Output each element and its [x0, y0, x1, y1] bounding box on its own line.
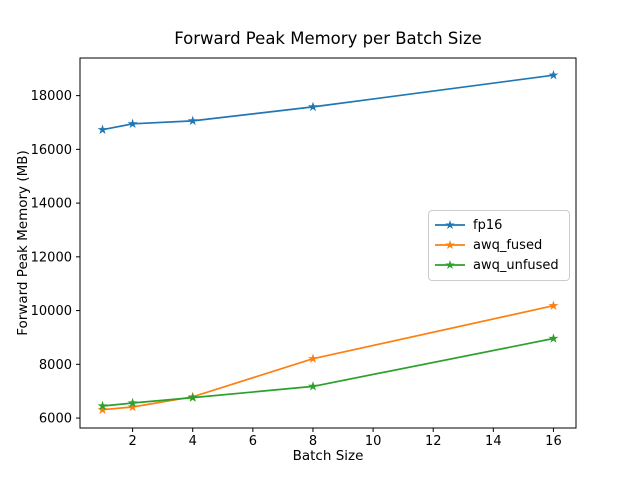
series-marker-fp16: [127, 118, 138, 129]
y-tick-label: 16000: [31, 143, 72, 158]
series-line-awq_fused: [101, 304, 555, 411]
x-tick-label: 14: [485, 434, 502, 449]
y-tick-label: 6000: [39, 412, 72, 427]
legend-entry-awq_unfused: awq_unfused: [434, 255, 561, 275]
series-line-awq_unfused: [101, 337, 555, 407]
x-tick-label: 10: [365, 434, 382, 449]
legend-star-icon: [445, 220, 455, 230]
legend-star-icon: [445, 260, 455, 270]
legend-label-awq_fused: awq_fused: [473, 237, 543, 253]
y-tick-label: 14000: [31, 197, 72, 212]
y-tick-label: 18000: [31, 89, 72, 104]
plot-border: [79, 57, 577, 429]
series-line-fp16: [101, 74, 555, 131]
series-marker-fp16: [548, 70, 559, 80]
series-marker-awq_fused: [127, 401, 138, 412]
y-tick-label: 12000: [31, 250, 72, 265]
series-marker-awq_fused: [548, 300, 559, 310]
legend-line-sample: [435, 240, 465, 250]
legend: fp16 awq_fused awq_unfused: [428, 210, 570, 281]
x-tick-label: 2: [128, 434, 136, 449]
x-tick-label: 4: [189, 434, 197, 449]
series-marker-fp16: [308, 101, 318, 112]
x-tick-label: 16: [545, 434, 562, 449]
y-tick-label: 8000: [39, 358, 72, 373]
legend-line-sample: [435, 260, 465, 270]
x-axis-label: Batch Size: [292, 448, 364, 464]
chart-title: Forward Peak Memory per Batch Size: [174, 29, 482, 48]
y-tick-label: 10000: [31, 304, 72, 319]
x-tick-label: 12: [425, 434, 442, 449]
series-marker-fp16: [187, 115, 198, 126]
y-axis-label-text: Forward Peak Memory (MB): [15, 150, 31, 336]
legend-entry-fp16: fp16: [434, 215, 561, 235]
legend-label-fp16: fp16: [473, 217, 503, 233]
series-marker-awq_fused: [308, 353, 318, 363]
series-marker-awq_unfused: [127, 397, 138, 408]
legend-entry-awq_fused: awq_fused: [434, 235, 561, 255]
series-marker-fp16: [97, 124, 108, 134]
x-tick-label: 8: [309, 434, 317, 449]
series-marker-awq_fused: [97, 404, 108, 414]
series-marker-awq_unfused: [548, 333, 559, 343]
legend-label-awq_unfused: awq_unfused: [473, 257, 559, 273]
legend-line-sample: [435, 220, 465, 230]
series-marker-awq_unfused: [97, 400, 108, 411]
legend-star-icon: [445, 240, 455, 250]
series-marker-awq_unfused: [187, 392, 198, 402]
x-tick-label: 6: [249, 434, 257, 449]
series-marker-awq_unfused: [308, 381, 318, 391]
